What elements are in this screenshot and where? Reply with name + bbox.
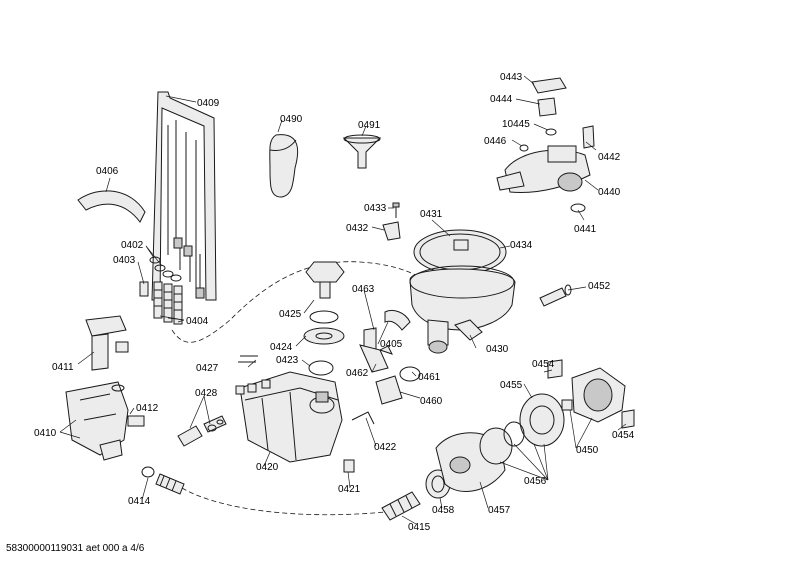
- label-0456: 0456: [524, 476, 547, 487]
- label-0431: 0431: [420, 209, 443, 220]
- label-0450: 0450: [576, 445, 599, 456]
- label-0461: 0461: [418, 372, 441, 383]
- label-0454-top: 0454: [532, 359, 555, 370]
- label-0411: 0411: [52, 362, 74, 373]
- label-0457: 0457: [488, 505, 511, 516]
- arch-bracket: [77, 190, 146, 223]
- label-0460: 0460: [420, 396, 443, 407]
- funnel: [342, 134, 382, 169]
- label-0415: 0415: [408, 522, 431, 533]
- heater-element: [539, 284, 572, 307]
- label-0452: 0452: [588, 281, 611, 292]
- connector-assembly: [177, 415, 227, 447]
- label-0421: 0421: [338, 484, 361, 495]
- part-labels: 0443 0444 10445 0446 0442 0440 0441 0409…: [34, 72, 635, 533]
- valve-assembly: [496, 77, 595, 213]
- hose-rings: [139, 256, 183, 325]
- label-0422: 0422: [374, 442, 397, 453]
- label-0404: 0404: [186, 316, 209, 327]
- label-0441: 0441: [574, 224, 597, 235]
- label-0440: 0440: [598, 187, 621, 198]
- label-0425: 0425: [279, 309, 302, 320]
- water-softener: [235, 355, 343, 463]
- label-0444: 0444: [490, 94, 513, 105]
- label-0406: 0406: [96, 166, 119, 177]
- label-0454-right: 0454: [612, 430, 635, 441]
- hose-route-lower: [181, 487, 386, 516]
- circulation-pump: [503, 359, 635, 447]
- label-0458: 0458: [432, 505, 455, 516]
- label-0403: 0403: [113, 255, 136, 266]
- label-0434: 0434: [510, 240, 533, 251]
- label-0420: 0420: [256, 462, 279, 473]
- label-0414: 0414: [128, 496, 151, 507]
- pressure-switch: [375, 366, 421, 405]
- label-0424: 0424: [270, 342, 293, 353]
- label-0491: 0491: [358, 120, 381, 131]
- label-0405: 0405: [380, 339, 403, 350]
- label-0433: 0433: [364, 203, 387, 214]
- label-0409: 0409: [197, 98, 220, 109]
- label-0410: 0410: [34, 428, 57, 439]
- label-10445: 10445: [502, 119, 530, 130]
- label-0455: 0455: [500, 380, 523, 391]
- label-0402: 0402: [121, 240, 144, 251]
- hose-route-upper: [171, 261, 419, 343]
- valve-clips: [359, 309, 411, 373]
- label-0463: 0463: [352, 284, 375, 295]
- label-0427: 0427: [196, 363, 219, 374]
- document-reference: 58300000119031 aet 000 a 4/6: [6, 543, 145, 554]
- sump-assembly: [409, 229, 516, 354]
- label-0462: 0462: [346, 368, 369, 379]
- label-0428: 0428: [195, 388, 218, 399]
- label-0430: 0430: [486, 344, 509, 355]
- label-0412: 0412: [136, 403, 159, 414]
- rinse-aid-dispenser: [269, 134, 299, 198]
- small-brackets: [343, 411, 375, 473]
- label-0432: 0432: [346, 223, 369, 234]
- screw-and-clip: [382, 202, 401, 241]
- label-0423: 0423: [276, 355, 299, 366]
- label-0443: 0443: [500, 72, 523, 83]
- leader-lines: [59, 75, 627, 525]
- label-0442: 0442: [598, 152, 621, 163]
- drain-hose-parts: [141, 427, 513, 521]
- label-0446: 0446: [484, 136, 507, 147]
- drain-pump-assembly: [65, 315, 145, 461]
- label-0490: 0490: [280, 114, 303, 125]
- impeller-stack: [303, 261, 345, 376]
- spray-tube-assembly: [151, 91, 217, 301]
